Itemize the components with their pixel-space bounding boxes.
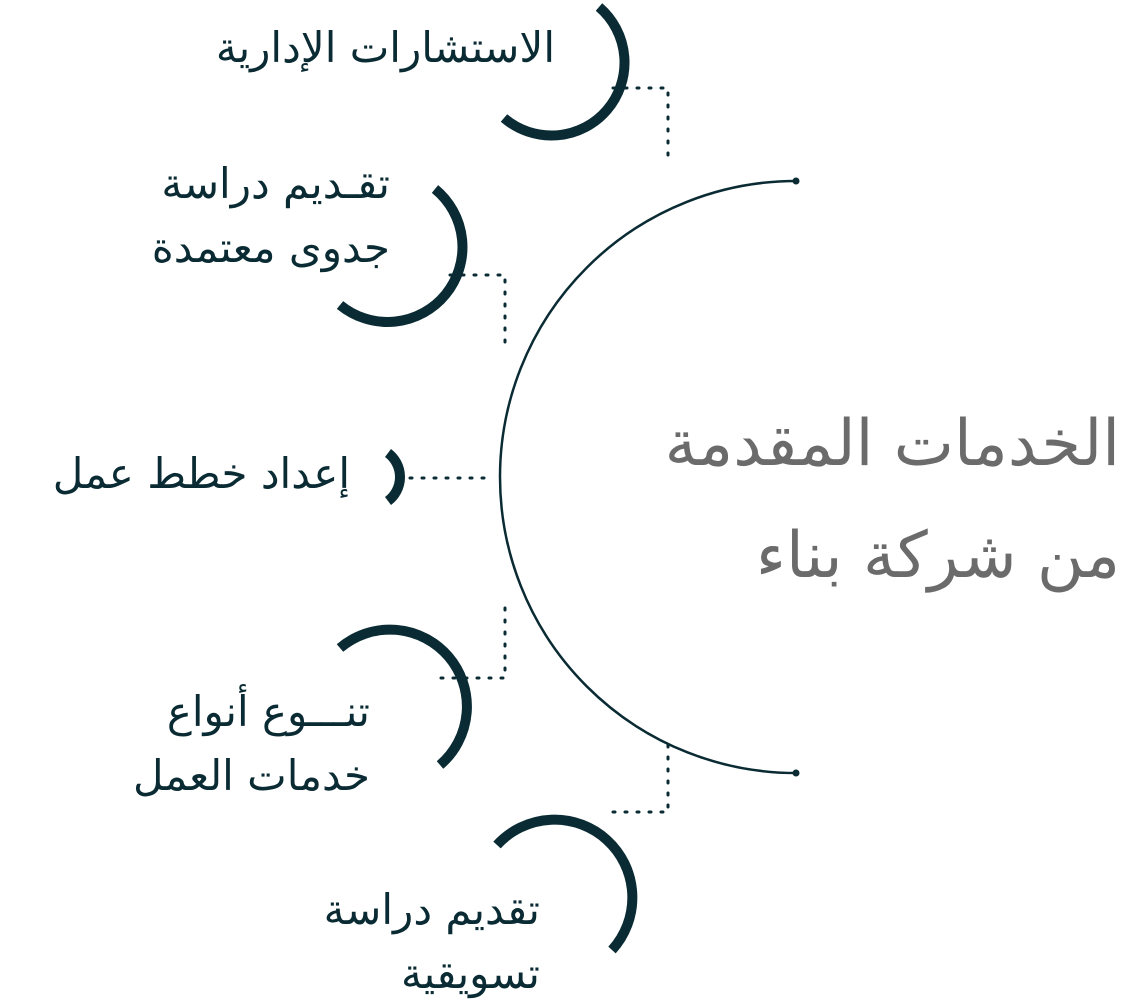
service-label-line: تنـــوع أنواع — [166, 687, 370, 736]
service-label-line: الاستشارات الإدارية — [215, 23, 555, 72]
center-title-line-2: من شركة بناء — [755, 519, 1120, 593]
service-business-plans: إعداد خطط عمل — [0, 442, 350, 506]
main-arc — [498, 179, 797, 775]
connector-1 — [603, 86, 670, 157]
service-feasibility-study: تقـديم دراسة جدوى معتمدة — [80, 152, 390, 280]
service-label-line: تقديم دراسة — [323, 885, 540, 934]
connector-4 — [438, 606, 507, 680]
bracket-arc-2 — [336, 185, 468, 327]
center-title: الخدمات المقدمة من شركة بناء — [560, 388, 1120, 612]
main-arc-bottom-dot — [792, 769, 800, 777]
service-marketing-study: تقديم دراسة تسويقية — [250, 878, 540, 1006]
bracket-arc-3 — [384, 449, 405, 505]
bracket-arc-4 — [336, 624, 472, 769]
service-label-line: إعداد خطط عمل — [52, 449, 350, 498]
bracket-arc-5 — [493, 814, 638, 954]
service-label-line: خدمات العمل — [132, 751, 370, 800]
service-business-services-variety: تنـــوع أنواع خدمات العمل — [80, 680, 370, 808]
connector-5 — [603, 743, 670, 814]
bracket-arc-1 — [500, 3, 630, 141]
main-arc-top-dot — [792, 177, 800, 185]
center-title-line-1: الخدمات المقدمة — [664, 407, 1120, 481]
service-label-line: جدوى معتمدة — [151, 223, 390, 272]
service-label-line: تسويقية — [401, 949, 540, 998]
service-management-consulting: الاستشارات الإدارية — [150, 16, 555, 80]
service-label-line: تقـديم دراسة — [161, 159, 390, 208]
